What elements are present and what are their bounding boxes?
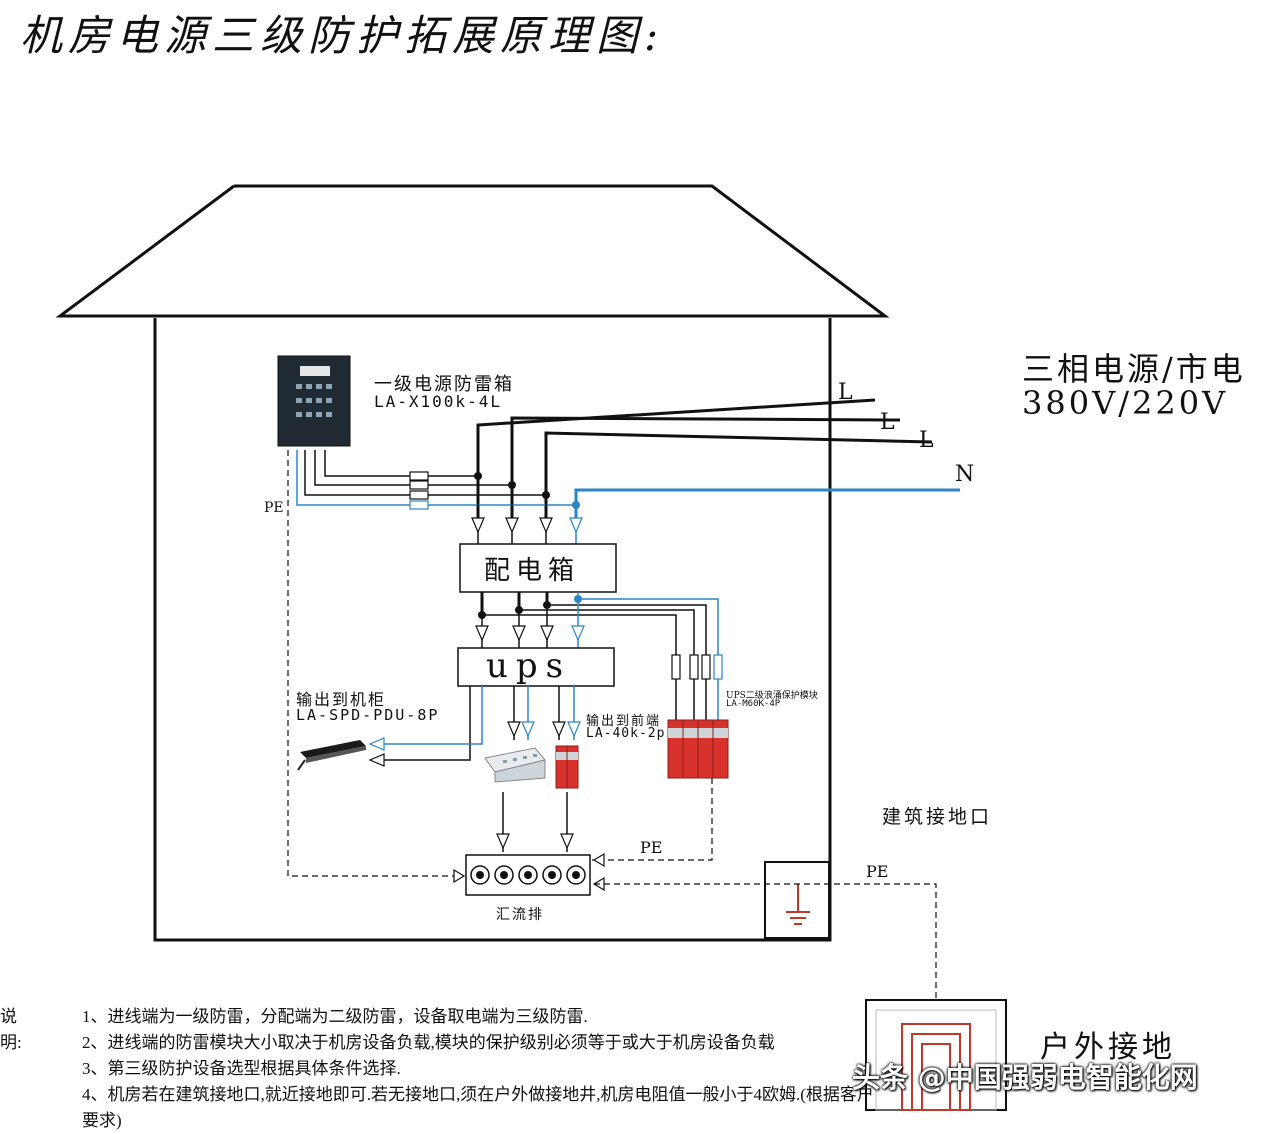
dist-to-ups-wires [480,592,549,615]
dist-to-ups-neutral [577,592,719,655]
supply-voltage: 380V/220V [1022,384,1229,422]
ups-spd-module [667,719,729,779]
line-label-l2: L [880,410,895,435]
neutral-line [574,488,960,520]
front-output-name: 输出到前端 [586,714,662,729]
arrow-heads-ups [475,625,585,642]
page-title: 机房电源三级防护拓展原理图: [20,11,665,60]
note-item: 3、第三级防护设备选型根据具体条件选择. [82,1059,401,1078]
power-strip [484,747,546,783]
dist-junctions [478,595,582,619]
primary-spd-cabinet [277,355,351,447]
notes-header: 说明: [0,1007,22,1052]
watermark: 头条 @中国强弱电智能化网 [852,1061,1198,1094]
ups-label: ups [486,646,572,686]
arrow-heads-dist [471,517,583,534]
ups-spd-model: LA-M60K-4P [726,699,781,709]
pdu-output-model: LA-SPD-PDU-8P [296,706,440,724]
pe-label-ups-spd: PE [640,838,663,857]
ups-spd-fuses [671,654,723,680]
outdoor-ground-label: 户外接地 [1040,1030,1176,1065]
building-ground-label: 建筑接地口 [882,806,993,828]
junction-dots [474,472,580,509]
notes-list: 1、进线端为一级防雷，分配端为二级防雷，设备取电端为三级防雷. 2、进线端的防雷… [82,1004,882,1134]
ups-output-arrows [368,721,581,767]
building-ground-port [764,861,830,939]
pe-label-building: PE [866,862,889,881]
ups-spd-module-wires [675,679,707,722]
pdu-strip [297,740,366,771]
supply-heading: 三相电源/市电 [1022,350,1246,388]
busbar-label: 汇流排 [496,907,544,923]
pe-label-primary: PE [264,500,284,516]
primary-spd-name: 一级电源防雷箱 [374,374,514,395]
fuse-icons [409,471,429,510]
primary-spd-neutral-wire [296,450,576,506]
to-busbar-lines [502,792,568,852]
front-output-model: LA-40k-2p [586,726,666,741]
note-item: 2、进线端的防雷模块大小取决于机房设备负载,模块的保护级别必须等于或大于机房设备… [82,1033,775,1052]
pe-building-line [594,883,937,1040]
primary-spd-model: LA-X100k-4L [374,392,502,411]
ups-box [457,647,615,687]
ups-spd-name: UPS二级浪涌保护模块 [726,691,818,701]
distribution-box-label: 配电箱 [484,556,581,586]
building-outline [55,184,890,942]
line-label-l1: L [838,380,853,405]
front-spd-module [555,745,579,789]
pe-primary-line [287,450,462,877]
note-item: 1、进线端为一级防雷，分配端为二级防雷，设备取电端为三级防雷. [82,1007,588,1026]
line-label-l3: L [919,428,934,453]
busbar [465,854,591,896]
pdu-output-name: 输出到机柜 [296,690,387,709]
to-busbar-arrows [453,833,605,892]
pe-ups-spd-line [592,778,713,861]
note-item: 4、机房若在建筑接地口,就近接地即可.若无接地口,须在户外做接地井,机房电阻值一… [82,1085,874,1130]
line-label-n: N [955,462,975,487]
outdoor-ground-well [865,999,1007,1111]
distribution-box [459,543,617,593]
